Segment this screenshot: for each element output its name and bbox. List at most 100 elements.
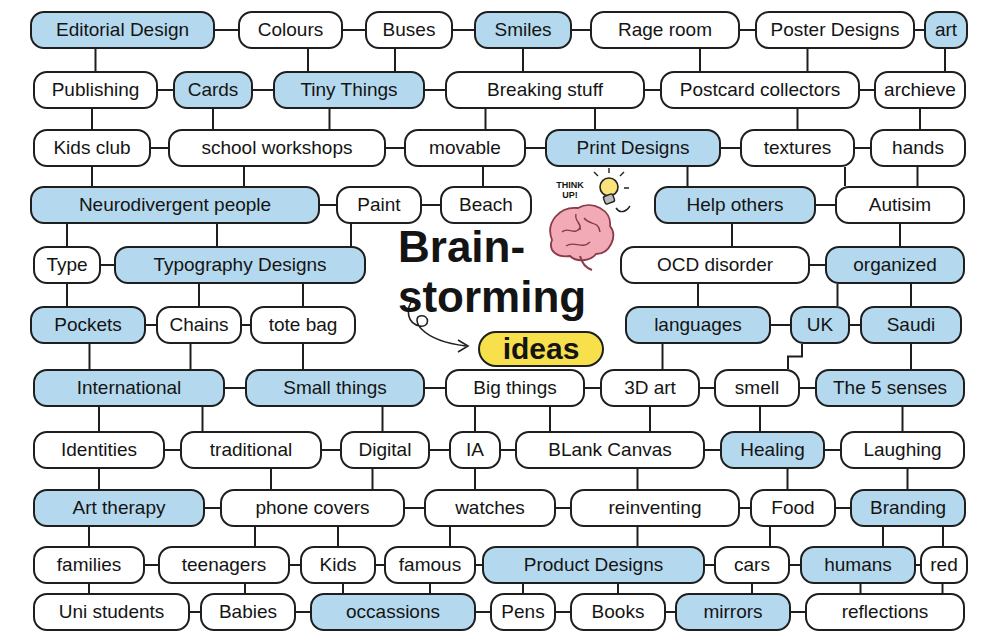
connector-line: [453, 29, 474, 31]
idea-text: Kids club: [53, 137, 130, 159]
connector-line: [376, 564, 384, 566]
connector-line: [91, 109, 93, 129]
connector-line: [844, 167, 846, 186]
idea-text: cars: [734, 554, 770, 576]
idea-text: Editorial Design: [56, 19, 189, 41]
connector-line: [337, 527, 339, 546]
idea-text: mirrors: [703, 601, 762, 623]
idea-box: Tiny Things: [273, 71, 425, 109]
connector-line: [697, 284, 699, 306]
connector-line: [787, 469, 789, 489]
connector-line: [907, 469, 909, 489]
connector-line: [617, 584, 619, 593]
idea-box: Books: [570, 593, 666, 631]
connector-line: [740, 29, 755, 31]
connector-line: [342, 584, 344, 593]
idea-text: Saudi: [887, 314, 936, 336]
connector-line: [549, 407, 551, 431]
idea-box: BLank Canvas: [515, 431, 705, 469]
connector-line: [594, 109, 596, 129]
connector-line: [522, 584, 524, 593]
idea-text: hands: [892, 137, 944, 159]
connector-line: [386, 147, 404, 149]
idea-box: Editorial Design: [30, 11, 215, 49]
connector-line: [425, 89, 445, 91]
connector-line: [810, 264, 825, 266]
connector-line: [882, 527, 884, 546]
idea-text: Buses: [383, 19, 436, 41]
idea-text: school workshops: [201, 137, 352, 159]
idea-text: Tiny Things: [300, 79, 397, 101]
idea-box: Chains: [156, 306, 242, 344]
connector-line: [430, 449, 449, 451]
idea-text: Pockets: [54, 314, 122, 336]
connector-line: [190, 344, 192, 369]
connector-line: [98, 407, 100, 431]
connector-line: [807, 49, 809, 71]
connector-line: [146, 324, 156, 326]
connector-line: [944, 49, 946, 71]
connector-line: [687, 167, 689, 186]
connector-line: [942, 584, 944, 593]
connector-line: [825, 449, 840, 451]
idea-text: Branding: [870, 497, 946, 519]
idea-box: Beach: [440, 186, 532, 224]
idea-box: Breaking stuff: [445, 71, 645, 109]
idea-text: Typography Designs: [153, 254, 326, 276]
lightbulb-drawing: [594, 168, 630, 212]
connector-line: [405, 507, 424, 509]
connector-line: [202, 407, 204, 431]
idea-text: Beach: [459, 194, 513, 216]
idea-text: Breaking stuff: [487, 79, 603, 101]
idea-text: organized: [853, 254, 936, 276]
connector-line: [425, 387, 445, 389]
connector-line: [759, 407, 761, 431]
idea-text: Cards: [188, 79, 239, 101]
connector-line: [216, 224, 218, 246]
idea-text: Healing: [740, 439, 804, 461]
connector-line: [910, 284, 912, 306]
connector-line: [151, 147, 168, 149]
connector-line: [382, 407, 384, 431]
idea-text: reflections: [842, 601, 929, 623]
idea-box: organized: [825, 246, 965, 284]
idea-text: Print Designs: [577, 137, 690, 159]
connector-line: [526, 147, 545, 149]
idea-box: mirrors: [675, 593, 791, 631]
idea-text: Big things: [473, 377, 556, 399]
idea-box: famous: [384, 546, 476, 584]
connector-line: [942, 527, 944, 546]
connector-line: [645, 89, 660, 91]
connector-line: [705, 564, 714, 566]
connector-line: [637, 469, 639, 489]
connector-line: [205, 507, 220, 509]
idea-text: smell: [735, 377, 779, 399]
idea-box: UK: [790, 306, 850, 344]
idea-box: Branding: [850, 489, 966, 527]
idea-box: Pens: [490, 593, 556, 631]
brain-drawing: [550, 205, 613, 270]
connector-line: [474, 469, 476, 489]
idea-box: school workshops: [168, 129, 386, 167]
idea-text: Laughing: [863, 439, 941, 461]
connector-line: [165, 449, 180, 451]
idea-text: Digital: [359, 439, 412, 461]
idea-box: Autisim: [835, 186, 965, 224]
idea-text: Identities: [61, 439, 137, 461]
idea-text: Babies: [219, 601, 277, 623]
idea-text: Art therapy: [73, 497, 166, 519]
connector-line: [429, 584, 431, 593]
idea-box: Smiles: [474, 11, 572, 49]
idea-text: The 5 senses: [833, 377, 947, 399]
idea-box: red: [920, 546, 968, 584]
idea-text: teenagers: [182, 554, 267, 576]
connector-line: [95, 49, 97, 71]
connector-line: [731, 224, 733, 246]
idea-text: Product Designs: [524, 554, 663, 576]
connector-line: [243, 167, 245, 186]
idea-box: Pockets: [30, 306, 146, 344]
idea-box: Colours: [238, 11, 343, 49]
connector-line: [790, 564, 800, 566]
connector-line: [721, 147, 740, 149]
idea-box: Poster Designs: [755, 11, 915, 49]
